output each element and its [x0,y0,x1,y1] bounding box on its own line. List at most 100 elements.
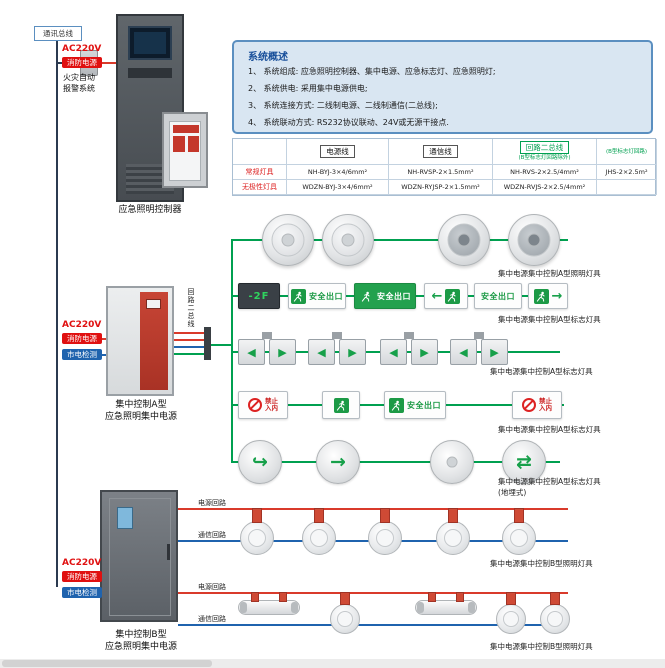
sign-face-left: ◀ [308,339,335,365]
downlight-inner [503,611,519,627]
mounting-clip [428,592,436,602]
horizontal-scrollbar-track[interactable] [0,659,665,668]
exit-man-icon [445,288,461,304]
dome-core [527,233,541,247]
cabinet-a-name: 集中控制A型 应急照明集中电源 [86,400,196,423]
loop-wire-3 [174,346,204,348]
exit-text: 安全出口 [309,291,343,301]
dome-light-1 [262,214,314,266]
overview-item-3: 3、 系统连接方式: 二线制电源、二线制通信(二总线); [248,101,438,110]
downlight-inner [248,529,266,547]
power-wire-header: 电源线 [320,145,355,158]
dome-core [457,233,471,247]
cabinet-a-name-line2: 应急照明集中电源 [104,411,177,422]
row5-right-label-sub: (地埋式) [498,488,527,497]
horizontal-scrollbar-thumb[interactable] [2,660,212,667]
mains-tag-2: 市电检测 [62,349,102,361]
downlight-inner [310,529,328,547]
dome-light-3 [438,214,490,266]
mounting-clip [251,592,259,602]
row5-right-label: 集中电源集中控制A型标志灯具 [498,477,601,486]
sign-face-right: ▶ [481,339,508,365]
mounting-clip [514,508,524,523]
floor-light-double: ⇄ [502,440,546,484]
comm-loop-label-1: 通信回路 [198,531,226,539]
left-tri-arrow-icon: ◀ [389,345,398,359]
downlight-b1 [330,592,360,634]
no-entry-text-bottom: 入内 [539,404,552,412]
no-entry-icon [248,398,262,412]
controller-screen [128,26,172,60]
dome-light-4 [508,214,560,266]
no-entry-text-top: 禁止 [539,396,552,405]
downlight-a2 [302,508,336,555]
table-row2-label-cell: 无极性灯具 [233,180,287,195]
fire-power-tag-3: 消防电源 [62,571,102,583]
exit-man-icon [359,289,374,304]
loop-wire-1 [174,332,204,334]
ac220v-label-1: AC220V [62,44,102,54]
controller-screen-glow [134,32,166,54]
power-loop-label-2: 电源回路 [198,583,226,591]
overview-item-1: 1、 系统组成: 应急照明控制器、集中电源、应急标志灯、应急照明灯; [248,67,496,76]
table-header-loop: 回路二总线(B型标志灯回路除外) [493,139,597,165]
downlight-inner [376,529,394,547]
loop-note-1: (B型标志灯回路除外) [518,155,571,162]
comm-bus-line [56,41,58,587]
wall-box-interior [169,121,201,181]
downlight-a5 [502,508,536,555]
sign-mount [262,332,272,339]
exit-sign-arrow-right: → [528,283,568,309]
cabinet-b-door [109,498,171,616]
cabinet-a-red-door [140,292,168,390]
ac220v-label-2: AC220V [62,320,102,330]
double-arrow-icon: ⇄ [516,450,532,473]
right-tri-arrow-icon: ▶ [420,345,429,359]
floor-light-curve: ↪ [238,440,282,484]
floor-level-text: -2F [248,290,270,302]
sign-mount [474,332,484,339]
right-arrow-icon: → [330,450,346,473]
mounting-clip [314,508,324,523]
exit-man-icon [533,288,549,304]
row5-loop-line [232,461,560,463]
fire-power-text-1: 消防电源 [62,57,102,69]
comm-loop-line-2 [178,624,568,626]
overview-item-4: 4、 系统联动方式: RS232协议联动、24V或无源干接点. [248,118,449,127]
emergency-lighting-controller-cabinet [116,14,184,202]
loop-wire-2 [174,339,204,341]
floor-light-core [446,456,458,468]
cabinet-b-display [117,507,133,529]
table-header-power: 电源线 [287,139,389,165]
sign-face-right: ▶ [269,339,296,365]
alarm-system-label-1: 火灾自动 [63,73,95,82]
fire-power-text-2: 消防电源 [62,333,102,345]
table-header-comm: 通信线 [389,139,493,165]
controller-name-label: 应急照明控制器 [118,205,182,215]
central-power-a-cabinet [106,286,174,396]
overview-item-2: 2、 系统供电: 采用集中电源供电; [248,84,368,93]
no-entry-sign-2: 禁止入内 [512,391,562,419]
mounting-clip [340,592,350,605]
tube-light-2 [415,592,477,615]
table-corner-cell [233,139,287,165]
exit-man-icon [291,288,306,304]
terminal-block [204,327,211,360]
tube-light-1 [238,592,300,615]
table-header-loop2: (B型标志灯回路) [597,139,657,165]
table-row1-loop2: JHS-2×2.5m² [597,165,657,180]
double-sign-1: ◀▶ [238,332,296,365]
downlight-inner [444,529,462,547]
comm-loop-label-2: 通信回路 [198,615,226,623]
row4-right-label: 集中电源集中控制A型标志灯具 [498,425,601,434]
double-sign-2: ◀▶ [308,332,366,365]
downlight-inner [547,611,563,627]
wire-spec-table: 电源线 通信线 回路二总线(B型标志灯回路除外) (B型标志灯回路) 常规灯具 … [232,138,657,196]
floor-level-sign: -2F [238,283,280,309]
mounting-clip [550,592,560,605]
exit-man-icon [333,397,349,413]
fire-power-wire-1 [99,62,116,64]
loop-bus-vertical-label: 回路二总线 [187,288,195,328]
table-row1-comm: NH-RVSP-2×1.5mm² [389,165,493,180]
comm-bus-label: 通讯总线 [34,26,82,41]
